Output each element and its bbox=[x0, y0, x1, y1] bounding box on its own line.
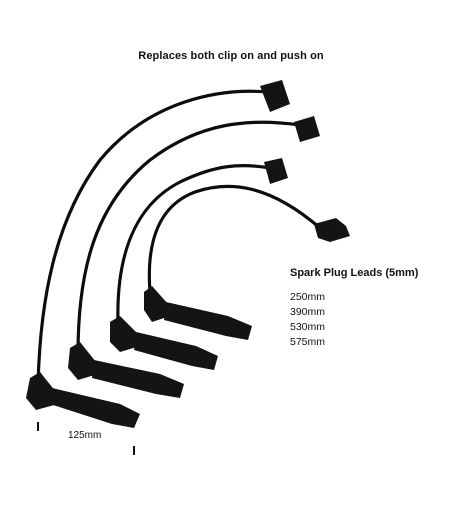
plug-boot bbox=[164, 302, 252, 340]
list-item: 575mm bbox=[290, 336, 326, 348]
lead-575mm bbox=[26, 80, 290, 428]
cap-boot bbox=[314, 218, 350, 242]
cap-boot bbox=[294, 116, 320, 142]
dimension-tick-left bbox=[37, 422, 39, 431]
plug-boot bbox=[92, 360, 184, 398]
headline: Replaces both clip on and push on bbox=[138, 50, 324, 62]
dimension-tick-right bbox=[133, 446, 135, 455]
list-item: 530mm bbox=[290, 321, 326, 333]
plug-boot bbox=[50, 388, 140, 428]
lead-390mm bbox=[110, 158, 288, 370]
lead-530mm bbox=[68, 116, 320, 398]
plug-boot-clip bbox=[26, 372, 58, 410]
lead-length-list: 250mm 390mm 530mm 575mm bbox=[290, 290, 325, 350]
plug-boot bbox=[134, 332, 218, 370]
list-item: 250mm bbox=[290, 291, 326, 303]
dimension-label: 125mm bbox=[68, 430, 102, 441]
plug-boot-clip bbox=[144, 286, 170, 322]
plug-boot-clip bbox=[110, 316, 140, 352]
list-item: 390mm bbox=[290, 306, 326, 318]
cap-boot bbox=[260, 80, 290, 112]
lead-250mm bbox=[144, 184, 350, 340]
plug-boot-clip bbox=[68, 342, 98, 380]
cap-boot bbox=[264, 158, 288, 184]
spec-title: Spark Plug Leads (5mm) bbox=[290, 267, 419, 279]
